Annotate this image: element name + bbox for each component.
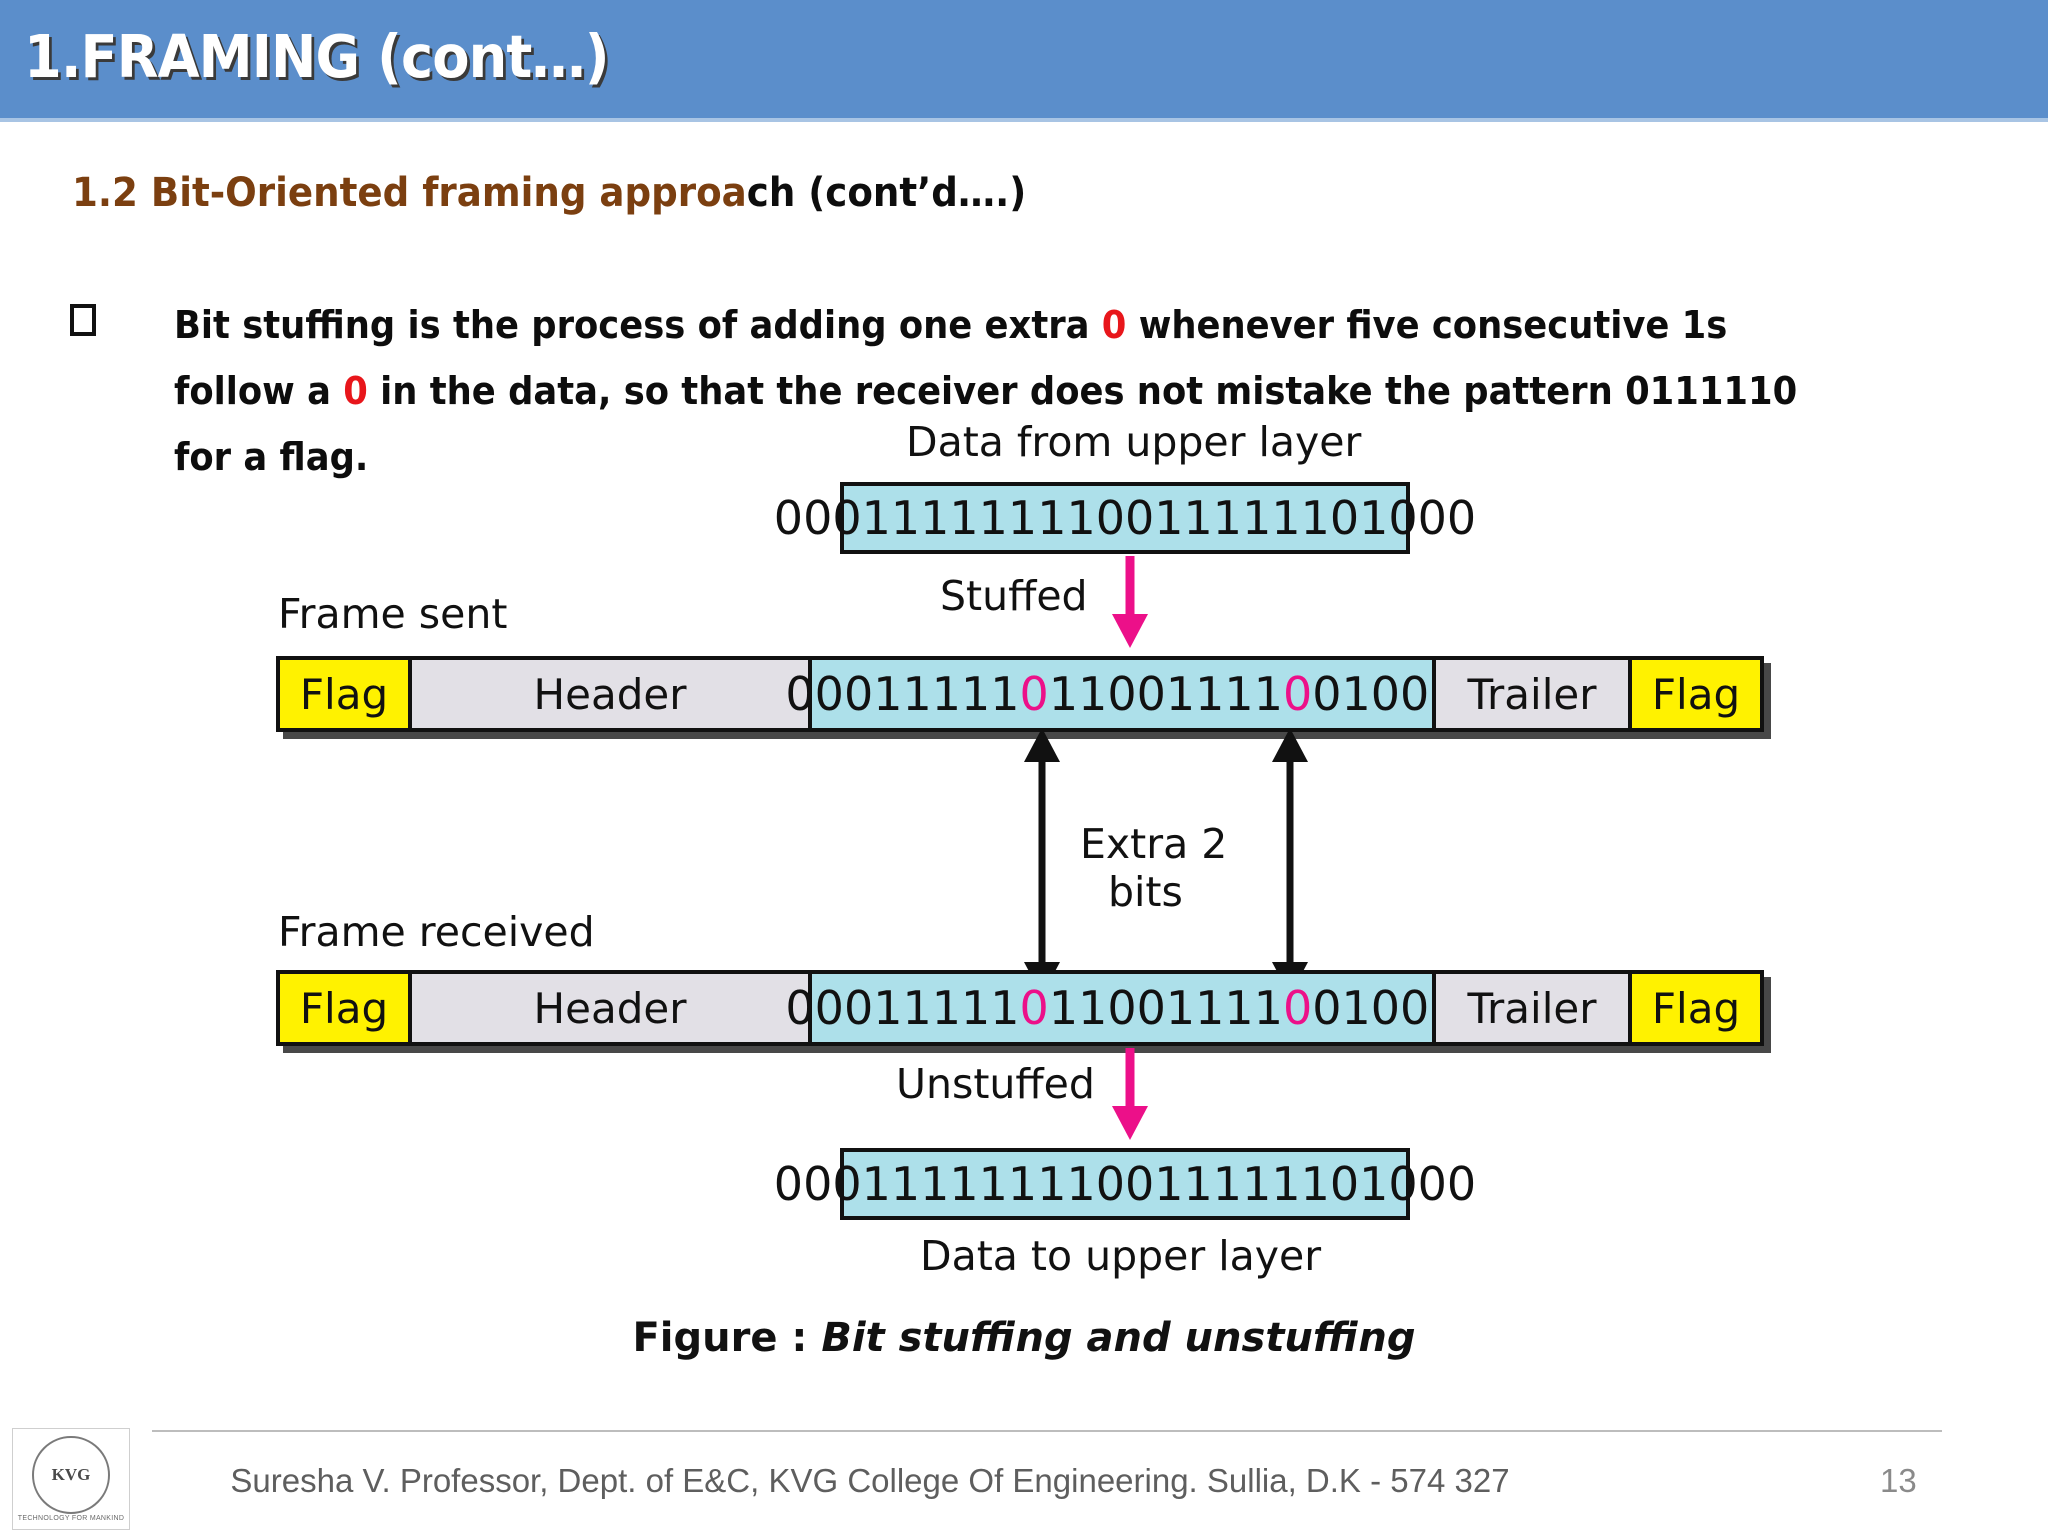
seg-1-stuffed: 0 bbox=[1019, 667, 1049, 721]
data-to-upper-layer-label: Data to upper layer bbox=[920, 1232, 1322, 1280]
header-underline bbox=[0, 118, 2048, 122]
stuffed-arrow-icon bbox=[1112, 556, 1148, 648]
subtitle-black-part: ch (cont’d….) bbox=[746, 170, 1027, 216]
frame-sent-strip: Flag Header 00011111011001111001000 Trai… bbox=[276, 656, 1776, 732]
data-from-upper-layer-label: Data from upper layer bbox=[906, 418, 1362, 466]
frame-sent-flag-left: Flag bbox=[276, 656, 412, 732]
seg-3-stuffed: 0 bbox=[1282, 667, 1313, 721]
frame-received-flag-right: Flag bbox=[1628, 970, 1764, 1046]
frame-received-strip: Flag Header 00011111011001111001000 Trai… bbox=[276, 970, 1776, 1046]
caption-italic: Bit stuffing and unstuffing bbox=[821, 1315, 1416, 1361]
footer-credit: Suresha V. Professor, Dept. of E&C, KVG … bbox=[230, 1462, 1510, 1499]
rseg-1-stuffed: 0 bbox=[1019, 981, 1049, 1035]
slide-header-bar bbox=[0, 0, 2048, 118]
frame-sent-bits: 00011111011001111001000 bbox=[785, 671, 1458, 717]
frame-sent-data: 00011111011001111001000 bbox=[785, 656, 1459, 732]
footer-divider bbox=[152, 1430, 1942, 1432]
bullet-part-1: Bit stuffing is the process of adding on… bbox=[174, 303, 1102, 347]
rseg-2: 11001111 bbox=[1048, 981, 1283, 1035]
seg-2: 11001111 bbox=[1048, 667, 1283, 721]
extra-bits-label-line2: bits bbox=[1108, 868, 1183, 916]
frame-received-header: Header bbox=[408, 970, 812, 1046]
figure-caption: Figure : Bit stuffing and unstuffing bbox=[0, 1315, 2048, 1361]
extra-bits-label-line1: Extra 2 bbox=[1080, 820, 1228, 868]
bit-stuffing-figure: Data from upper layer 000111111110011111… bbox=[0, 418, 2048, 1320]
frame-received-trailer: Trailer bbox=[1432, 970, 1632, 1046]
bullet-part-3: in the data, so that the receiver does n… bbox=[174, 369, 1798, 479]
frame-sent-label: Frame sent bbox=[278, 590, 508, 638]
hollow-square-bullet-icon bbox=[70, 304, 96, 336]
frame-received-label: Frame received bbox=[278, 908, 595, 956]
rseg-3-stuffed: 0 bbox=[1282, 981, 1313, 1035]
data-from-upper-layer-bar: 000111111110011111101000 bbox=[774, 482, 1476, 554]
frame-received-flag-left: Flag bbox=[276, 970, 412, 1046]
caption-prefix: Figure : bbox=[632, 1315, 822, 1361]
logo-initials: KVG bbox=[32, 1436, 110, 1514]
frame-sent-header: Header bbox=[408, 656, 812, 732]
frame-received-data: 00011111011001111001000 bbox=[785, 970, 1459, 1046]
frame-sent-trailer: Trailer bbox=[1432, 656, 1632, 732]
bullet-highlight-zero-2: 0 bbox=[343, 369, 368, 413]
frame-received-bits: 00011111011001111001000 bbox=[785, 985, 1458, 1031]
unstuffed-label: Unstuffed bbox=[896, 1060, 1095, 1108]
frame-sent-flag-right: Flag bbox=[1628, 656, 1764, 732]
data-to-upper-layer-bar: 000111111110011111101000 bbox=[774, 1148, 1476, 1220]
bullet-highlight-zero-1: 0 bbox=[1101, 303, 1127, 347]
page-number: 13 bbox=[1880, 1462, 1917, 1499]
bottom-bits-value: 000111111110011111101000 bbox=[773, 1157, 1477, 1211]
bullet-text: Bit stuffing is the process of adding on… bbox=[174, 292, 1848, 490]
section-subtitle: 1.2 Bit-Oriented framing approach (cont’… bbox=[72, 170, 1026, 216]
extra-bits-arrow-left-icon bbox=[1024, 728, 1060, 996]
subtitle-brown-part: 1.2 Bit-Oriented framing approa bbox=[72, 170, 747, 216]
extra-bits-arrow-right-icon bbox=[1272, 728, 1308, 996]
seg-0: 00011111 bbox=[785, 667, 1020, 721]
bullet-part-2: whenever five consecutive 1s follow a bbox=[174, 303, 1728, 413]
unstuffed-arrow-icon bbox=[1112, 1048, 1148, 1140]
top-bits-value: 000111111110011111101000 bbox=[773, 491, 1477, 545]
rseg-0: 00011111 bbox=[785, 981, 1020, 1035]
logo-tagline: TECHNOLOGY FOR MANKIND bbox=[17, 1515, 125, 1522]
college-logo: KVG TECHNOLOGY FOR MANKIND bbox=[12, 1428, 130, 1530]
page-title: 1.FRAMING (cont…) bbox=[24, 22, 610, 91]
stuffed-label: Stuffed bbox=[940, 572, 1088, 620]
